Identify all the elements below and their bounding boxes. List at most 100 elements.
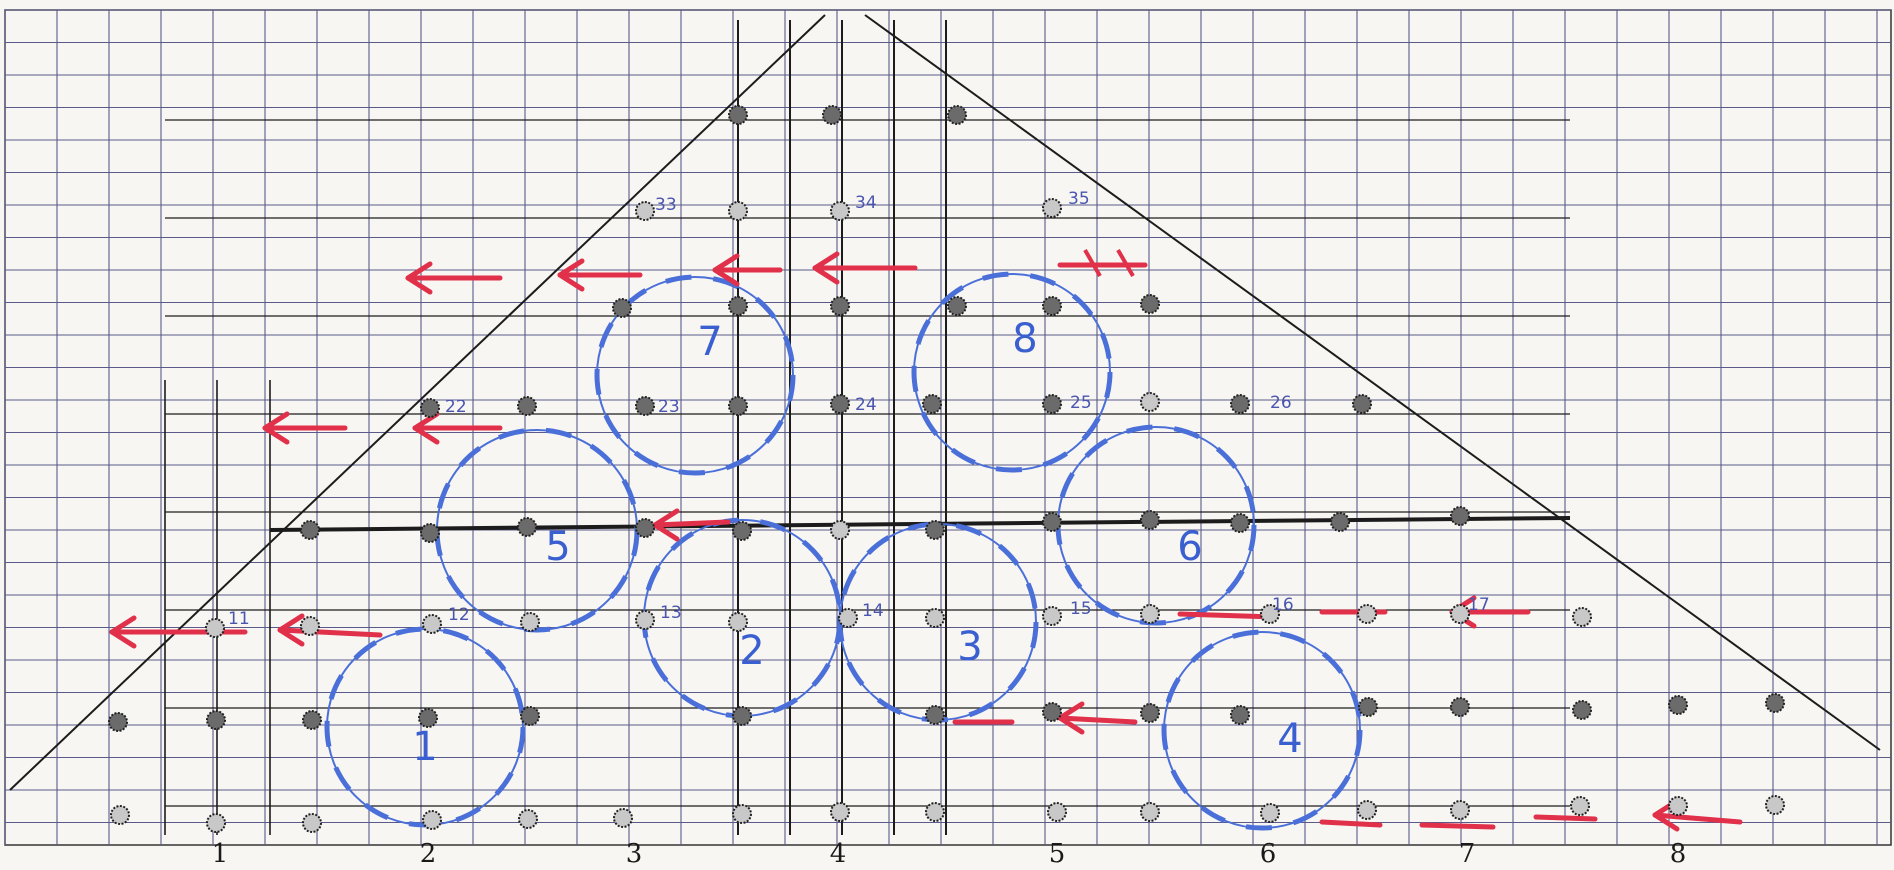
circle-number-label: 8 (1012, 316, 1037, 362)
grid-point (1042, 198, 1062, 218)
x-axis-tick-label: 4 (830, 839, 847, 869)
point-number-label: 24 (855, 395, 877, 415)
grid-point (418, 708, 438, 728)
point-number-label: 34 (855, 193, 877, 213)
grid-point (420, 398, 440, 418)
grid-point (518, 809, 538, 829)
grid-point (925, 802, 945, 822)
red-arrow (1177, 611, 1278, 620)
grid-point (520, 706, 540, 726)
grid-point (1357, 604, 1377, 624)
grid-points (108, 105, 1785, 833)
grid-point (635, 518, 655, 538)
grid-point (822, 105, 842, 125)
grid-point (1668, 695, 1688, 715)
circle-number-label: 3 (957, 624, 982, 670)
x-axis-tick-label: 6 (1260, 839, 1277, 869)
grid-point (830, 296, 850, 316)
grid-point (925, 705, 945, 725)
red-arrow (1419, 822, 1496, 830)
red-arrow (557, 258, 643, 292)
red-arrow (1533, 814, 1598, 822)
grid-point (422, 810, 442, 830)
grid-point (925, 608, 945, 628)
red-arrow (1319, 819, 1383, 828)
point-number-label: 11 (228, 609, 250, 629)
x-axis-tick-label: 8 (1670, 839, 1687, 869)
grid-point (922, 394, 942, 414)
circle-number-label: 4 (1277, 716, 1302, 762)
circle-number-label: 5 (545, 524, 570, 570)
red-arrow (1652, 798, 1743, 832)
grid-point (635, 610, 655, 630)
grid-point (925, 520, 945, 540)
red-arrow (412, 411, 503, 445)
red-arrow (1057, 701, 1138, 735)
grid-point (1358, 697, 1378, 717)
point-number-label: 16 (1272, 595, 1294, 615)
grid-point (205, 618, 225, 638)
grid-point (1140, 802, 1160, 822)
grid-point (830, 201, 850, 221)
grid-point (1042, 512, 1062, 532)
grid-point (206, 813, 226, 833)
circle-number-label: 2 (739, 628, 764, 674)
circle-dashes (911, 271, 1113, 473)
red-arrow (712, 253, 783, 287)
point-number-label: 15 (1070, 599, 1092, 619)
grid-point (1140, 392, 1160, 412)
point-number-label: 25 (1070, 393, 1092, 413)
grid-point (110, 805, 130, 825)
grid-point (1765, 795, 1785, 815)
red-arrow (652, 508, 731, 542)
grid-point (1450, 697, 1470, 717)
point-number-label: 35 (1068, 189, 1090, 209)
grid-point (830, 520, 850, 540)
grid-point (206, 710, 226, 730)
grid-point (612, 298, 632, 318)
circle-dashes (1161, 629, 1363, 831)
x-axis-tick-label: 5 (1049, 839, 1066, 869)
grid-point (728, 612, 748, 632)
point-number-label: 23 (658, 397, 680, 417)
grid-point (728, 105, 748, 125)
red-arrow (262, 411, 348, 445)
background-grid (4, 9, 1892, 846)
grid-point (1230, 394, 1250, 414)
grid-point (1570, 796, 1590, 816)
grid-point (302, 813, 322, 833)
grid-point (1042, 394, 1062, 414)
grid-point (1230, 705, 1250, 725)
grid-point (300, 616, 320, 636)
point-number-label: 12 (448, 605, 470, 625)
grid-point (1140, 294, 1160, 314)
point-number-label: 13 (660, 603, 682, 623)
triangle-left-edge (9, 14, 826, 791)
point-number-label: 22 (445, 397, 467, 417)
grid-point (1765, 693, 1785, 713)
circle-dashes (594, 274, 796, 476)
red-arrow (277, 613, 383, 647)
grid-point (1450, 506, 1470, 526)
grid-point (1572, 700, 1592, 720)
grid-point (1572, 607, 1592, 627)
circle-number-label: 1 (412, 724, 437, 770)
point-number-label: 33 (655, 195, 677, 215)
grid-point (422, 614, 442, 634)
red-arrows (109, 249, 1743, 832)
x-axis-tick-label: 7 (1459, 839, 1476, 869)
grid-point (728, 296, 748, 316)
point-number-label: 26 (1270, 393, 1292, 413)
grid-point (732, 521, 752, 541)
grid-point (1140, 510, 1160, 530)
grid-point (728, 201, 748, 221)
grid-point (1230, 513, 1250, 533)
grid-point (1352, 394, 1372, 414)
grid-point (732, 706, 752, 726)
grid-point (947, 296, 967, 316)
red-arrow (405, 261, 503, 295)
